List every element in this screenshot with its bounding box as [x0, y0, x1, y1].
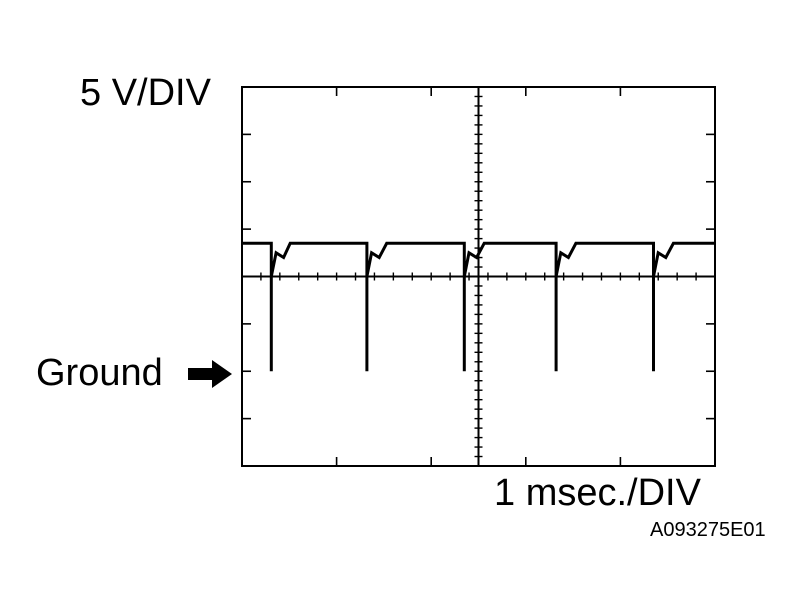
scope-grid	[241, 86, 716, 467]
voltage-per-division-label: 5 V/DIV	[80, 72, 211, 114]
right-arrow-icon	[188, 360, 232, 388]
ground-label: Ground	[36, 352, 163, 394]
waveform-trace	[242, 241, 715, 372]
time-per-division-label: 1 msec./DIV	[494, 472, 701, 514]
figure-code-label: A093275E01	[650, 519, 766, 541]
